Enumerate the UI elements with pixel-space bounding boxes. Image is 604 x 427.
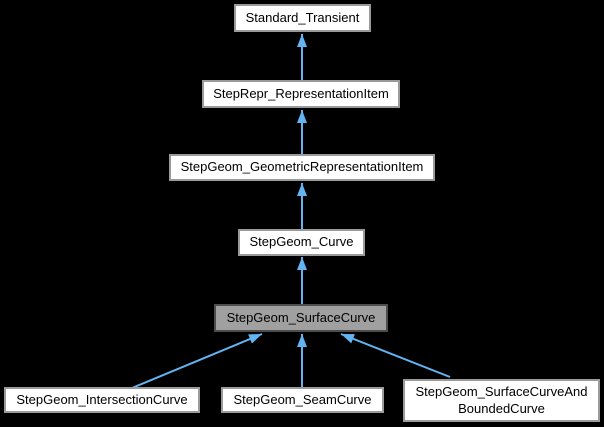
class-node-stepgeom-curve[interactable]: StepGeom_Curve <box>238 229 365 256</box>
class-node-stepgeom-geometricrepresentationitem[interactable]: StepGeom_GeometricRepresentationItem <box>169 154 435 181</box>
class-node-stepgeom-surfacecurveandboundedcurve[interactable]: StepGeom_SurfaceCurveAnd BoundedCurve <box>403 379 600 422</box>
inheritance-arrow <box>131 333 263 389</box>
class-node-stepgeom-intersectioncurve[interactable]: StepGeom_IntersectionCurve <box>4 387 200 413</box>
class-node-standard-transient[interactable]: Standard_Transient <box>234 4 371 32</box>
class-node-steprepr-representationitem[interactable]: StepRepr_RepresentationItem <box>202 80 400 108</box>
class-node-stepgeom-surfacecurve-current: StepGeom_SurfaceCurve <box>214 304 388 332</box>
class-node-stepgeom-seamcurve[interactable]: StepGeom_SeamCurve <box>221 387 384 413</box>
inheritance-arrow <box>340 333 451 378</box>
